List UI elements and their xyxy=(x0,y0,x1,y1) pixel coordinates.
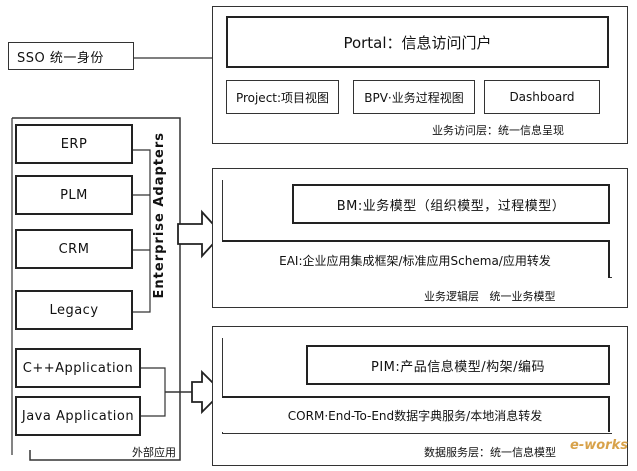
portal-box: Portal：信息访问门户 xyxy=(226,16,609,68)
corm-box: CORM·End-To-End数据字典服务/本地消息转发 xyxy=(222,396,610,432)
app-cpp-label: C++Application xyxy=(22,360,134,376)
project-view-label: Project:项目视图 xyxy=(235,90,330,105)
business-layer-caption: 业务逻辑层 统一业务模型 xyxy=(424,290,556,303)
app-legacy-label: Legacy xyxy=(49,302,99,318)
data-layer-caption: 数据服务层：统一信息模型 xyxy=(424,446,556,459)
portal-layer-caption: 业务访问层：统一信息呈现 xyxy=(432,124,564,137)
portal-label: Portal：信息访问门户 xyxy=(343,33,492,52)
sso-label: SSO 统一身份 xyxy=(17,50,104,66)
pim-label: PIM:产品信息模型/构架/编码 xyxy=(370,359,546,375)
sso-box: SSO 统一身份 xyxy=(8,42,134,70)
app-java-label: Java Application xyxy=(21,408,135,424)
enterprise-adapters-label-wrap: Enterprise Adapters xyxy=(148,130,170,300)
app-legacy: Legacy xyxy=(15,290,133,330)
dashboard-box: Dashboard xyxy=(484,80,600,114)
enterprise-adapters-label: Enterprise Adapters xyxy=(151,131,167,299)
eai-box: EAI:企业应用集成框架/标准应用Schema/应用转发 xyxy=(222,240,610,278)
bpv-view-label: BPV·业务过程视图 xyxy=(364,90,464,105)
project-view-box: Project:项目视图 xyxy=(226,80,339,114)
eai-label: EAI:企业应用集成框架/标准应用Schema/应用转发 xyxy=(279,253,551,268)
app-cpp: C++Application xyxy=(15,348,141,388)
bm-label: BM:业务模型（组织模型，过程模型） xyxy=(336,198,566,214)
app-erp-label: ERP xyxy=(60,136,88,152)
app-crm: CRM xyxy=(15,229,133,269)
bpv-view-box: BPV·业务过程视图 xyxy=(353,80,475,114)
corm-label: CORM·End-To-End数据字典服务/本地消息转发 xyxy=(287,408,543,423)
e-works-watermark: e-works xyxy=(570,438,628,453)
bm-box: BM:业务模型（组织模型，过程模型） xyxy=(292,184,610,224)
dashboard-label: Dashboard xyxy=(509,90,575,104)
app-erp: ERP xyxy=(15,124,133,164)
app-crm-label: CRM xyxy=(58,241,90,257)
external-apps-caption: 外部应用 xyxy=(132,446,176,459)
app-java: Java Application xyxy=(15,396,141,436)
app-plm: PLM xyxy=(15,175,133,215)
app-plm-label: PLM xyxy=(60,187,88,203)
data-layer-inner xyxy=(222,338,612,434)
pim-box: PIM:产品信息模型/构架/编码 xyxy=(306,345,610,385)
